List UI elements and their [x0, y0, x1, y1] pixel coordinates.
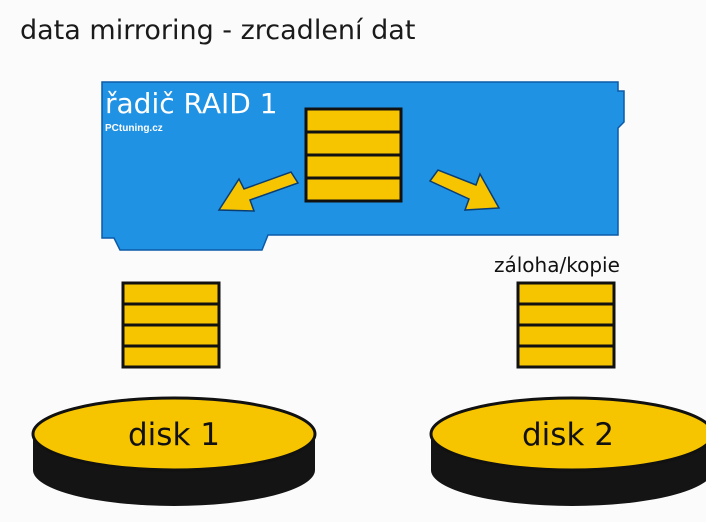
disk1-data-stack — [121, 281, 221, 369]
disk1-top — [31, 396, 317, 472]
diagram-title: data mirroring - zrcadlení dat — [20, 15, 415, 46]
arrow-down-right-icon — [428, 169, 501, 211]
raid-controller-card: řadič RAID 1 PCtuning.cz — [101, 81, 625, 251]
disk1: disk 1 — [31, 396, 317, 506]
copy-label: záloha/kopie — [494, 253, 620, 277]
controller-label: řadič RAID 1 — [105, 87, 278, 120]
disk2-top — [429, 396, 706, 472]
disk2-data-stack — [516, 281, 616, 369]
controller-data-stack — [304, 107, 403, 203]
disk1-label: disk 1 — [128, 417, 220, 453]
arrow-down-left-icon — [217, 171, 300, 212]
brand-label: PCtuning.cz — [105, 123, 163, 134]
disk2-label: disk 2 — [522, 417, 614, 453]
disk2: disk 2 — [429, 396, 706, 506]
